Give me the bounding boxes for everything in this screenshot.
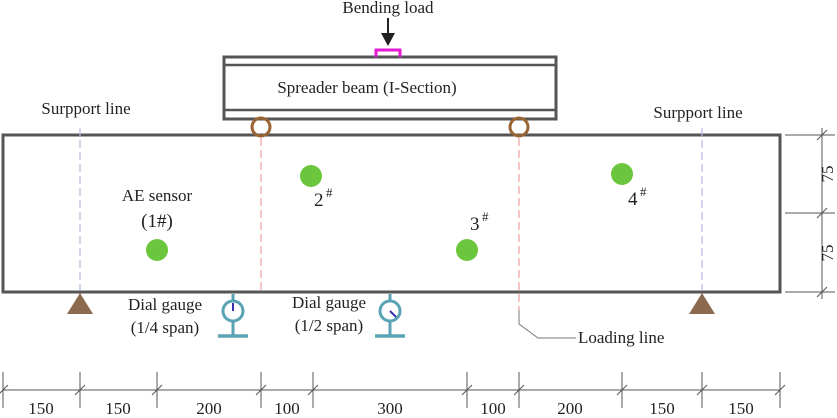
dim-value-1: 150: [28, 399, 54, 418]
support-left: [67, 293, 93, 314]
dim-value-6: 100: [480, 399, 506, 418]
bending-load-label: Bending load: [342, 0, 434, 17]
dim-value-8: 150: [649, 399, 675, 418]
loading-line-label: Loading line: [578, 328, 664, 347]
roller-left: [250, 116, 272, 138]
bottom-dimension-line: [0, 372, 786, 408]
dial-gauge-half-label-1: Dial gauge: [292, 293, 366, 312]
ae-sensor-2: [300, 165, 322, 187]
roller-right: [508, 116, 530, 138]
ae-sensor-4-mark: #: [640, 184, 647, 199]
height-dim-top: 75: [818, 166, 837, 183]
dial-gauge-half-label-2: (1/2 span): [295, 316, 363, 335]
concrete-beam: [1, 133, 782, 294]
dial-gauge-half-span: [375, 294, 405, 338]
support-right: [689, 293, 715, 314]
ae-sensor-1: [146, 239, 168, 261]
dim-value-7: 200: [557, 399, 583, 418]
ae-sensor-2-number: 2: [314, 190, 324, 211]
dial-gauge-quarter-span: [218, 294, 248, 338]
dim-value-2: 150: [105, 399, 131, 418]
support-line-right-label: Surpport line: [653, 103, 742, 122]
dim-value-3: 200: [196, 399, 222, 418]
ae-sensor-4: [611, 163, 633, 185]
dial-gauge-quarter-label-1: Dial gauge: [128, 295, 202, 314]
support-line-left-label: Surpport line: [41, 99, 130, 118]
loading-line-leader: [518, 310, 576, 339]
ae-sensor-label: AE sensor: [122, 186, 193, 205]
dim-value-9: 150: [728, 399, 754, 418]
dim-value-4: 100: [274, 399, 300, 418]
height-dim-bottom: 75: [818, 245, 837, 262]
ae-sensor-1-label: (1#): [141, 211, 173, 232]
ae-sensor-4-number: 4: [628, 189, 638, 210]
spreader-beam-label: Spreader beam (I-Section): [277, 78, 456, 97]
load-arrow-head: [381, 33, 395, 46]
load-plate: [374, 48, 402, 57]
dial-gauge-quarter-label-2: (1/4 span): [131, 318, 199, 337]
height-dimension: [785, 128, 835, 299]
ae-sensor-2-mark: #: [326, 185, 333, 200]
ae-sensor-3: [456, 239, 478, 261]
dim-value-5: 300: [377, 399, 403, 418]
spreader-beam: [222, 55, 558, 121]
ae-sensor-3-number: 3: [470, 214, 480, 235]
ae-sensor-3-mark: #: [482, 209, 489, 224]
